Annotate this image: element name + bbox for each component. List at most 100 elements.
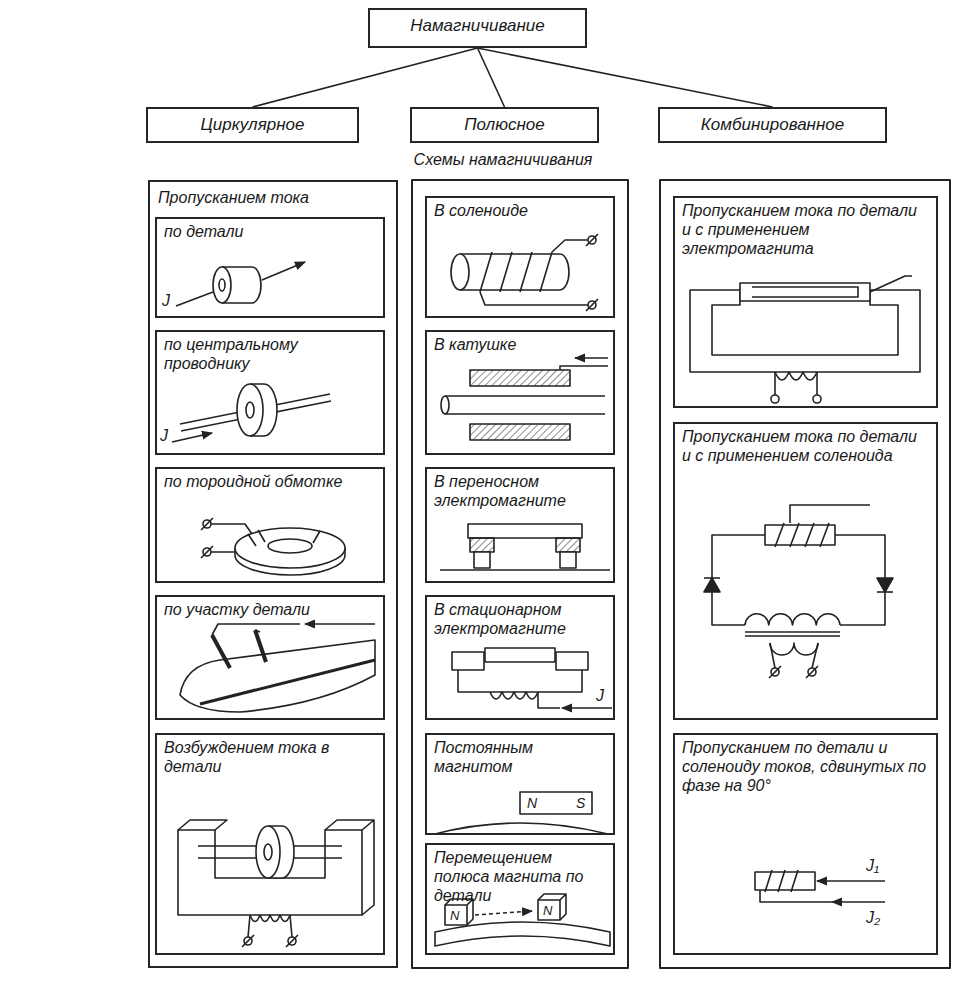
scheme-box: В стационарном электромагните bbox=[425, 595, 615, 720]
portable-electromagnet-sketch bbox=[560, 552, 576, 568]
title-box: Намагничивание bbox=[368, 8, 587, 48]
scheme-box: Пропусканием тока по детали и с применен… bbox=[673, 422, 938, 720]
local-area-sketch bbox=[200, 660, 375, 704]
coil-sketch bbox=[441, 358, 608, 440]
local-area-sketch bbox=[180, 640, 375, 712]
combined-solenoid-circuit bbox=[704, 577, 720, 579]
induced-current-sketch bbox=[250, 915, 290, 922]
category-box: Циркулярное bbox=[146, 107, 359, 143]
portable-electromagnet-sketch bbox=[440, 524, 610, 570]
node-text: Комбинированное bbox=[666, 115, 879, 134]
coil-sketch bbox=[575, 357, 608, 359]
permanent-magnet-sketch bbox=[435, 792, 608, 834]
central-conductor-sketch bbox=[237, 384, 263, 436]
local-area-sketch bbox=[212, 624, 300, 635]
toroid-winding-sketch bbox=[201, 518, 345, 575]
portable-electromagnet-sketch bbox=[470, 538, 494, 552]
solenoid-sketch bbox=[451, 234, 598, 311]
stationary-electromagnet-sketch bbox=[458, 670, 582, 692]
stationary-electromagnet-sketch bbox=[556, 652, 588, 670]
node-text: по тороидной обмотке bbox=[164, 472, 376, 491]
central-conductor-sketch bbox=[246, 402, 254, 418]
node-text: по детали bbox=[164, 222, 376, 241]
combined-solenoid-circuit bbox=[770, 643, 818, 655]
scheme-box: Постоянным магнитом bbox=[425, 733, 615, 835]
induced-current-sketch bbox=[256, 826, 280, 878]
combined-electromagnet-sketch bbox=[775, 372, 817, 380]
phase-shift-sketch bbox=[760, 890, 832, 902]
solenoid-sketch bbox=[480, 252, 552, 292]
node-text: В соленоиде bbox=[434, 201, 606, 220]
node-text: Постоянным магнитом bbox=[434, 738, 606, 776]
tree-connector bbox=[478, 48, 505, 107]
combined-electromagnet-sketch bbox=[775, 372, 817, 395]
phase-shift-sketch bbox=[832, 901, 885, 903]
combined-electromagnet-sketch bbox=[752, 287, 858, 297]
scheme-box: по детали bbox=[155, 217, 385, 318]
solenoid-sketch bbox=[586, 234, 598, 311]
stationary-electromagnet-sketch bbox=[562, 707, 612, 709]
toroid-winding-sketch bbox=[235, 528, 345, 568]
pole-mark: N bbox=[450, 906, 459, 925]
portable-electromagnet-sketch bbox=[474, 552, 490, 568]
pole-mark: N bbox=[543, 901, 552, 920]
local-area-sketch bbox=[212, 635, 230, 668]
combined-solenoid-circuit bbox=[877, 578, 893, 592]
node-text: Пропусканием тока по детали и с применен… bbox=[682, 427, 929, 465]
stationary-electromagnet-sketch bbox=[452, 648, 612, 708]
node-text: В катушке bbox=[434, 335, 606, 354]
scheme-group-box: Пропусканием токапо деталипо центральном… bbox=[148, 180, 398, 968]
node-text: Пропусканием тока bbox=[158, 188, 388, 207]
coil-sketch bbox=[560, 366, 608, 370]
combined-solenoid-circuit bbox=[704, 578, 720, 592]
current-symbol: J bbox=[160, 426, 168, 445]
stationary-electromagnet-sketch bbox=[485, 648, 555, 662]
scheme-box: В соленоиде bbox=[425, 196, 615, 318]
combined-solenoid-circuit bbox=[769, 666, 818, 678]
moving-pole-sketch bbox=[538, 894, 566, 920]
current-symbol: J₁ bbox=[866, 856, 879, 875]
coil-sketch bbox=[441, 396, 449, 414]
permanent-magnet-sketch bbox=[520, 792, 592, 814]
part-current-sketch bbox=[176, 262, 305, 306]
local-area-sketch bbox=[180, 624, 375, 712]
current-symbol: J bbox=[162, 291, 170, 310]
scheme-box: Пропусканием тока по детали и с применен… bbox=[673, 196, 938, 408]
local-area-sketch bbox=[255, 630, 260, 632]
category-box: Комбинированное bbox=[658, 107, 887, 143]
column-frame bbox=[412, 180, 950, 968]
stationary-electromagnet-sketch bbox=[452, 652, 484, 670]
moving-pole-sketch bbox=[445, 905, 467, 925]
solenoid-sketch bbox=[460, 254, 569, 290]
moving-pole-sketch bbox=[538, 900, 560, 920]
induced-current-sketch bbox=[178, 820, 374, 947]
column-frame bbox=[660, 180, 950, 968]
node-text: Пропусканием тока по детали и с применен… bbox=[682, 201, 929, 258]
column-frame bbox=[412, 180, 628, 968]
phase-shift-sketch bbox=[765, 870, 798, 892]
scheme-box: Перемещением полюса магнита по детали bbox=[425, 843, 615, 955]
scheme-box: по тороидной обмотке bbox=[155, 467, 385, 583]
moving-pole-sketch bbox=[475, 911, 532, 915]
combined-electromagnet-sketch bbox=[870, 276, 912, 292]
combined-solenoid-circuit bbox=[745, 614, 840, 625]
combined-solenoid-circuit bbox=[704, 505, 893, 678]
toroid-winding-sketch bbox=[268, 539, 312, 553]
node-text: по участку детали bbox=[164, 600, 376, 619]
toroid-winding-sketch bbox=[248, 530, 320, 546]
illustrations bbox=[172, 180, 950, 968]
combined-electromagnet-sketch bbox=[690, 290, 920, 372]
combined-solenoid-circuit bbox=[712, 535, 765, 625]
combined-solenoid-circuit bbox=[790, 505, 870, 523]
portable-electromagnet-sketch bbox=[440, 569, 610, 571]
scheme-box: В катушке bbox=[425, 330, 615, 455]
combined-solenoid-circuit bbox=[745, 632, 840, 636]
local-area-sketch bbox=[255, 630, 266, 662]
tree-connector bbox=[478, 48, 773, 107]
induced-current-sketch bbox=[264, 844, 272, 860]
node-text: Возбуждением тока в детали bbox=[164, 738, 376, 776]
combined-electromagnet-sketch bbox=[771, 395, 779, 403]
part-current-sketch bbox=[262, 262, 305, 280]
part-current-sketch bbox=[213, 267, 231, 303]
combined-electromagnet-sketch bbox=[813, 395, 821, 403]
